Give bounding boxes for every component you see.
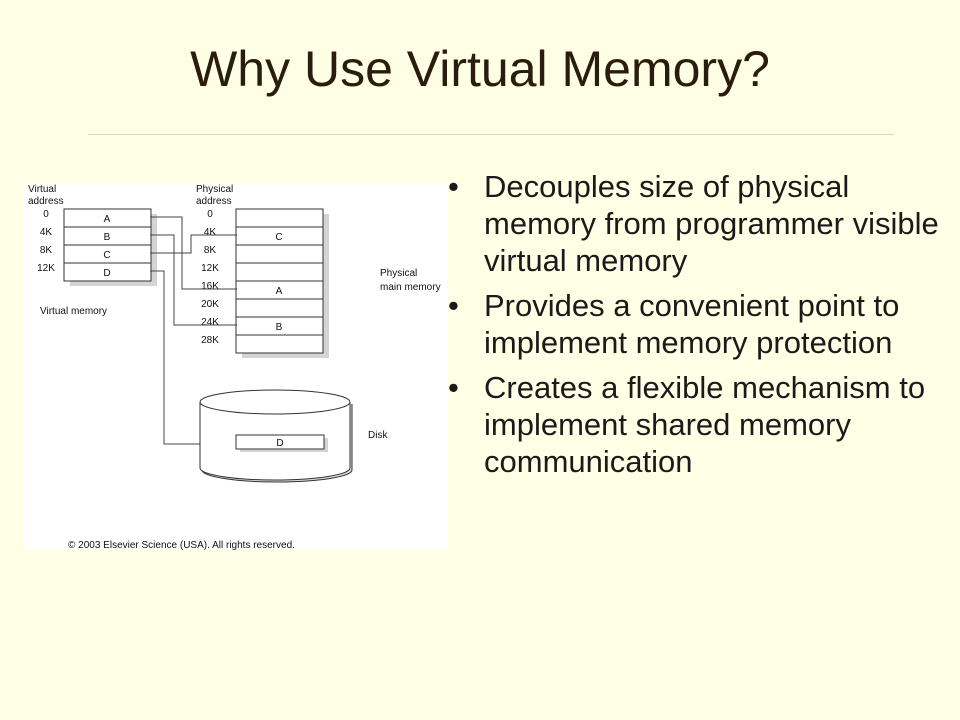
physical-main-memory-line2: main memory bbox=[380, 282, 441, 293]
physical-frame-cell bbox=[235, 262, 324, 282]
disk-page-box bbox=[235, 434, 325, 450]
virtual-memory-figure: Virtual address Physical address 0 4K 8K 12… bbox=[24, 184, 448, 550]
bullet-text: Provides a convenient point to implement… bbox=[484, 288, 900, 360]
disk-page-label: D bbox=[276, 438, 283, 449]
bullet-glyph: • bbox=[448, 370, 459, 405]
physical-frame-label: A bbox=[276, 286, 283, 297]
virtual-address-label: 8K bbox=[40, 245, 53, 256]
physical-frame-label: B bbox=[276, 322, 283, 333]
physical-frame-cell bbox=[235, 334, 324, 354]
virtual-memory-label: Virtual memory bbox=[40, 306, 107, 317]
virtual-address-label: 0 bbox=[43, 209, 49, 220]
virtual-page-label: C bbox=[103, 250, 110, 261]
copyright-notice: © 2003 Elsevier Science (USA). All right… bbox=[68, 540, 295, 550]
virtual-page-label: B bbox=[104, 232, 111, 243]
title-divider bbox=[88, 134, 894, 135]
physical-main-memory-line1: Physical bbox=[380, 268, 417, 279]
virtual-address-labels: 0 4K 8K 12K bbox=[37, 209, 55, 274]
physical-address-label: 28K bbox=[201, 335, 219, 346]
slide-title: Why Use Virtual Memory? bbox=[190, 41, 770, 97]
mapping-line-c bbox=[150, 234, 237, 254]
mapping-line-b bbox=[150, 234, 237, 326]
physical-address-labels: 0 4K 8K 12K 16K 20K 24K 28K bbox=[201, 209, 219, 346]
bullet-text: Decouples size of physical memory from p… bbox=[484, 169, 939, 278]
physical-address-label: 0 bbox=[207, 209, 213, 220]
physical-frame-cell bbox=[235, 244, 324, 264]
physical-header-line2: address bbox=[196, 196, 232, 207]
virtual-memory-diagram: Virtual address Physical address 0 4K 8K 12… bbox=[28, 184, 441, 550]
physical-address-label: 12K bbox=[201, 263, 219, 274]
physical-frame-label: C bbox=[275, 232, 282, 243]
bullet-glyph: • bbox=[448, 169, 459, 204]
physical-address-label: 24K bbox=[201, 317, 219, 328]
virtual-page-label: A bbox=[104, 214, 111, 225]
virtual-header-line2: address bbox=[28, 196, 64, 207]
physical-address-label: 4K bbox=[204, 227, 217, 238]
virtual-page-cell bbox=[63, 262, 152, 282]
virtual-address-label: 4K bbox=[40, 227, 53, 238]
physical-frame-cell bbox=[235, 298, 324, 318]
bullet-item: • Provides a convenient point to implemen… bbox=[448, 287, 948, 361]
bullet-glyph: • bbox=[448, 288, 459, 323]
physical-frames: C A B bbox=[235, 208, 324, 354]
disk-label: Disk bbox=[368, 430, 388, 441]
bullet-text: Creates a flexible mechanism to implemen… bbox=[484, 370, 926, 479]
physical-address-label: 16K bbox=[201, 281, 219, 292]
physical-address-label: 20K bbox=[201, 299, 219, 310]
virtual-address-label: 12K bbox=[37, 263, 55, 274]
virtual-header-line1: Virtual bbox=[28, 184, 56, 195]
virtual-page-label: D bbox=[103, 268, 110, 279]
physical-frame-cell bbox=[235, 208, 324, 228]
bullet-list: • Decouples size of physical memory from … bbox=[448, 168, 948, 488]
disk-cylinder: D bbox=[199, 389, 353, 483]
physical-header-line1: Physical bbox=[196, 184, 233, 195]
bullet-item: • Creates a flexible mechanism to impleme… bbox=[448, 369, 948, 480]
bullet-item: • Decouples size of physical memory from … bbox=[448, 168, 948, 279]
physical-address-label: 8K bbox=[204, 245, 217, 256]
